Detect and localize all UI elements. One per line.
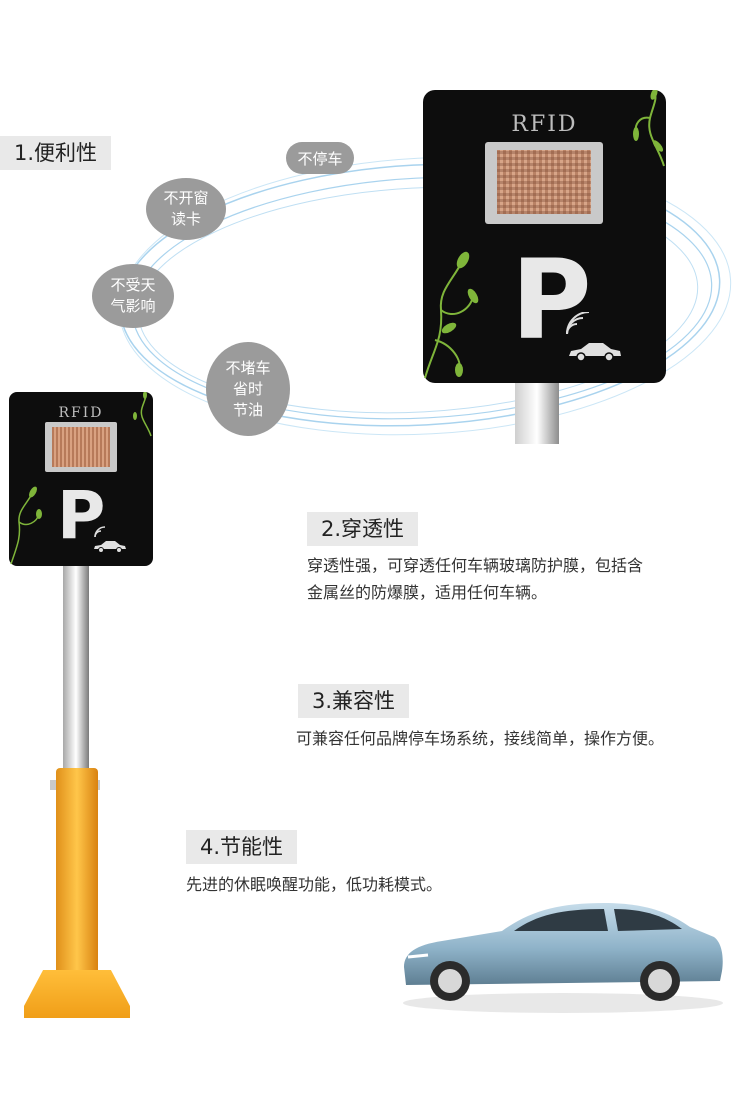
large-rfid-sign: RFID P xyxy=(423,90,666,383)
feature-desc-penetration-line1: 穿透性强，可穿透任何车辆玻璃防护膜，包括含 xyxy=(307,556,644,575)
car-icon-small xyxy=(94,541,126,553)
large-sign-brand: RFID xyxy=(511,112,578,137)
rfid-reader-icon xyxy=(485,142,603,224)
large-sign-pole xyxy=(515,380,559,444)
sedan-car-image xyxy=(403,903,723,1013)
bubble-save-time-label: 不堵车 省时 节油 xyxy=(225,358,271,419)
pole-yellow-base xyxy=(56,768,98,990)
bubble-no-stop: 不停车 xyxy=(286,142,354,174)
feature-desc-compatibility: 可兼容任何品牌停车场系统，接线简单，操作方便。 xyxy=(296,729,665,748)
small-rfid-sign: RFID P xyxy=(9,392,153,566)
wireless-signal-icon-small xyxy=(94,526,106,538)
large-sign-letter: P xyxy=(511,236,592,364)
feature-heading-convenience: 1.便利性 xyxy=(0,136,112,170)
rfid-reader-icon-small xyxy=(45,422,117,472)
feature-desc-energy: 先进的休眠唤醒功能，低功耗模式。 xyxy=(186,875,443,894)
vine-ornament-icon-top xyxy=(633,90,665,167)
small-sign-pole xyxy=(63,562,89,772)
bubble-weather: 不受天 气影响 xyxy=(92,264,174,328)
bubble-no-window: 不开窗 读卡 xyxy=(146,178,226,240)
small-sign-brand: RFID xyxy=(58,405,104,421)
bubble-save-time: 不堵车 省时 节油 xyxy=(206,342,290,436)
wireless-signal-icon xyxy=(566,312,590,335)
pole-foot xyxy=(24,970,130,1018)
bubble-no-window-label: 不开窗 读卡 xyxy=(163,189,209,228)
car-icon xyxy=(569,343,621,362)
feature-heading-penetration: 2.穿透性 xyxy=(307,512,419,546)
vine-ornament-icon xyxy=(424,251,479,379)
feature-heading-energy: 4.节能性 xyxy=(186,830,298,864)
feature-heading-compatibility: 3.兼容性 xyxy=(298,684,410,718)
bubble-weather-label: 不受天 气影响 xyxy=(110,276,156,315)
vine-ornament-icon-small-top xyxy=(133,392,152,437)
small-sign-letter: P xyxy=(57,477,106,554)
feature-desc-penetration-line2: 金属丝的防爆膜，适用任何车辆。 xyxy=(307,583,548,602)
vine-ornament-icon-small xyxy=(10,486,42,565)
bubble-no-stop-label: 不停车 xyxy=(297,149,343,168)
